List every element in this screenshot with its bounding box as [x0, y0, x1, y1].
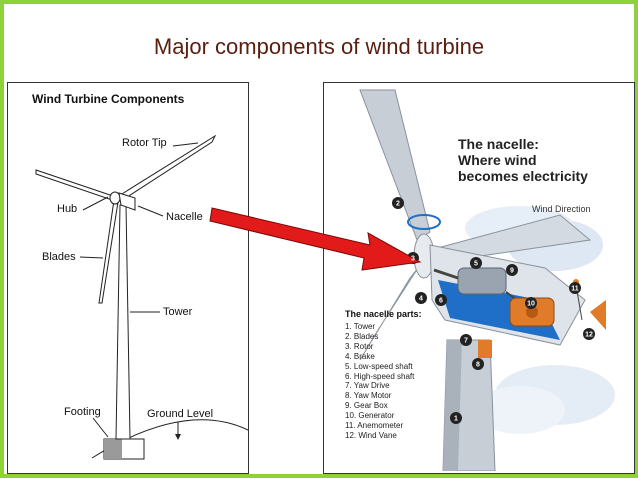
callout-2: [392, 197, 404, 209]
callout-12: [583, 328, 595, 340]
ground-arrowhead: [175, 434, 181, 440]
footing-shade: [104, 439, 122, 459]
rotor-tip-pointer: [172, 142, 199, 147]
callout-10: [525, 297, 537, 309]
list-item: 3. Rotor: [345, 341, 374, 351]
nacelle-title-line-1: The nacelle:: [458, 136, 539, 152]
callout-8: [472, 358, 484, 370]
list-item: 8. Yaw Motor: [345, 391, 392, 401]
callout-number: 12: [585, 332, 593, 339]
callout-7: [460, 334, 472, 346]
callout-number: 4: [419, 296, 423, 303]
callout-number: 1: [454, 416, 458, 423]
list-item: 7. Yaw Drive: [345, 381, 390, 391]
callout-number: 2: [396, 201, 400, 208]
nacelle-parts-list: 1. Tower 2. Blades 3. Rotor 4. Brake 5. …: [345, 322, 414, 441]
gear-box: [457, 267, 507, 295]
callout-number: 6: [439, 298, 443, 305]
label-rotor-tip: Rotor Tip: [122, 137, 167, 149]
list-item: 6. High-speed shaft: [345, 371, 415, 381]
list-item: 12. Wind Vane: [345, 430, 397, 440]
list-item: 5. Low-speed shaft: [345, 361, 413, 371]
label-footing: Footing: [64, 406, 101, 418]
rotor-ring-1: [407, 214, 441, 230]
generator-core: [526, 306, 538, 318]
tower-shade: [443, 340, 462, 471]
slide-title: Major components of wind turbine: [153, 34, 485, 59]
callout-number: 7: [464, 338, 468, 345]
callout-4: [415, 292, 427, 304]
turbine-components-heading: Wind Turbine Components: [32, 92, 185, 106]
callout-number: 8: [476, 362, 480, 369]
callout-5: [470, 257, 482, 269]
list-item: 4. Brake: [345, 351, 375, 361]
label-blades: Blades: [42, 251, 76, 263]
cloud-lower-2: [475, 386, 565, 434]
pointer-arrow: [209, 207, 422, 271]
callout-number: 9: [510, 268, 514, 275]
yaw-motor: [478, 340, 492, 358]
list-item: 11. Anemometer: [345, 421, 404, 431]
label-nacelle: Nacelle: [166, 211, 203, 223]
footing-pointer: [92, 417, 109, 438]
list-item: 2. Blades: [345, 331, 379, 341]
nacelle-shape: [118, 192, 136, 211]
callout-number: 3: [411, 256, 415, 263]
label-tower: Tower: [163, 306, 193, 318]
hub-pointer: [82, 196, 109, 211]
callout-11: [569, 282, 581, 294]
low-speed-shaft: [433, 268, 459, 280]
nacelle-pointer: [137, 205, 164, 217]
callout-1: [450, 412, 462, 424]
callout-number: 11: [571, 286, 579, 293]
list-item: 9. Gear Box: [345, 401, 388, 411]
wind-vane: [590, 300, 606, 330]
label-hub: Hub: [57, 203, 78, 215]
blade-bottom: [359, 267, 419, 361]
callout-number: 5: [474, 261, 478, 268]
callout-6: [435, 294, 447, 306]
list-item: 10. Generator: [345, 411, 395, 421]
blades-pointer: [79, 256, 104, 259]
list-item: 1. Tower: [345, 322, 376, 331]
callout-number: 10: [527, 301, 535, 308]
nacelle-title: The nacelle: Where wind becomes electric…: [458, 136, 588, 184]
nacelle-title-line-3: becomes electricity: [458, 168, 588, 184]
nacelle-title-line-2: Where wind: [458, 152, 537, 168]
callout-9: [506, 264, 518, 276]
label-ground-level: Ground Level: [147, 408, 214, 420]
wind-direction-label: Wind Direction: [532, 204, 591, 214]
nacelle-parts-heading: The nacelle parts:: [345, 309, 422, 319]
